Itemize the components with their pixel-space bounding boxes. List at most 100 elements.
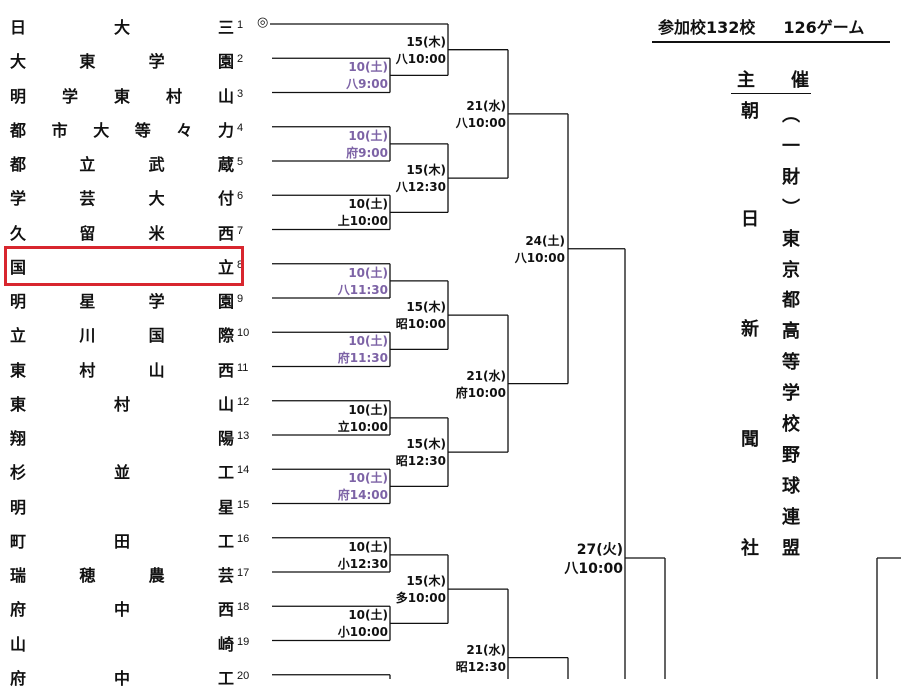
draw-number: 5 [237,156,244,168]
host-heading: 主催 [737,66,809,92]
federation-char: 高 [782,321,800,343]
game-date: 21(水) [466,98,506,113]
draw-number: 7 [237,224,244,237]
game-venue-time: 府9:00 [346,145,388,160]
school-name: 山崎 [10,633,234,654]
divider [652,41,890,43]
draw-number: 4 [237,121,244,134]
host-label-char: 主 [737,70,755,91]
school-name-char: 大 [93,120,110,140]
draw-number: 1 [237,19,244,31]
school-name-char: 々 [176,120,193,140]
school-name-char: 大 [148,189,165,209]
school-name-char: 立 [217,257,234,277]
school-name-char: 山 [10,634,27,654]
draw-number: 20 [237,669,250,682]
game-venue-time: 府10:00 [455,385,506,400]
school-name-char: 園 [217,292,234,311]
school-name-char: 学 [61,86,78,106]
school-name-char: 芸 [217,566,234,585]
game-date: 15(木) [406,574,446,589]
school-name-char: 東 [113,86,130,106]
game-date: 10(土) [348,128,388,143]
game-venue-time: 八10:00 [564,561,623,577]
game-date: 24(土) [525,233,565,248]
school-name-char: 明 [10,292,27,311]
game-date: 27(火) [576,542,623,558]
draw-number: 12 [237,395,250,408]
school-name: 町田工 [10,530,234,551]
federation-char: 野 [782,444,800,466]
school-name: 明学東村山 [10,85,234,106]
school-name-char: 明 [10,86,27,106]
school-name-char: 西 [217,600,234,620]
game-venue-time: 府14:00 [337,488,388,503]
school-name: 東村山西 [10,359,234,380]
newspaper-char: 朝 [741,101,759,122]
host-label-char: 催 [791,70,809,91]
draw-number: 10 [237,327,250,340]
school-name: 府中西 [10,598,234,620]
federation-char: （ [779,105,800,123]
school-name-char: 力 [217,120,234,140]
school-name-char: 田 [113,531,130,551]
participating-schools: 参加校132校 [658,18,756,37]
game-venue-time: 八11:30 [337,282,388,297]
school-name-char: 工 [217,531,234,551]
school-name: 府中工 [10,667,234,688]
newspaper-char: 新 [741,319,759,340]
federation-char: 球 [782,475,800,497]
game-date: 10(土) [348,197,388,212]
school-name-char: 中 [113,600,130,620]
game-venue-time: 立10:00 [337,419,388,434]
school-name-char: 留 [79,223,96,243]
school-name: 翔陽 [10,427,234,448]
draw-number: 14 [237,464,250,477]
newspaper-char: 聞 [741,429,759,450]
game-date: 10(土) [348,60,388,75]
game-date: 15(木) [406,34,446,49]
school-name-char: 学 [10,189,27,209]
game-count: 126ゲーム [783,18,865,37]
federation-char: 財 [782,166,800,188]
federation-char: 学 [782,383,800,405]
draw-number: 11 [237,361,249,374]
federation-char: 東 [782,228,800,250]
draw-number: 19 [237,635,250,648]
school-name-char: 村 [113,394,130,414]
school-name-char: 川 [79,326,96,346]
school-name-char: 山 [217,394,234,414]
game-venue-time: 多10:00 [395,591,446,606]
game-date: 10(土) [348,608,388,623]
school-name: 立川国際 [10,324,234,346]
federation-char: ） [779,197,800,216]
game-date: 10(土) [348,265,388,280]
school-name-char: 等 [134,120,151,140]
school-name: 学芸大付 [10,187,234,209]
school-name: 瑞穂農芸 [10,564,234,585]
school-name: 久留米西 [10,222,234,243]
school-name-char: 大 [10,52,27,72]
draw-number: 13 [237,430,250,442]
game-venue-time: 府11:30 [337,351,388,366]
school-name-char: 東 [10,394,27,414]
school-name-char: 工 [217,668,234,688]
game-date: 15(木) [406,300,446,315]
school-name-char: 都 [10,120,27,140]
school-name: 東村山 [10,393,234,414]
school-name: 日大三 [10,16,234,37]
game-date: 10(土) [348,402,388,417]
seed-mark-icon: ◎ [257,15,269,30]
game-venue-time: 八10:00 [455,115,506,130]
game-date: 15(木) [406,163,446,178]
school-name-char: 陽 [217,429,234,448]
draw-number: 6 [237,190,244,203]
school-name-char: 国 [10,257,27,277]
federation-char: 校 [782,414,800,435]
game-date: 10(土) [348,334,388,349]
school-name-char: 崎 [217,634,234,654]
school-name-char: 府 [10,600,27,620]
tournament-summary: 参加校132校 126ゲーム [658,14,864,38]
school-name: 明星 [10,496,234,517]
